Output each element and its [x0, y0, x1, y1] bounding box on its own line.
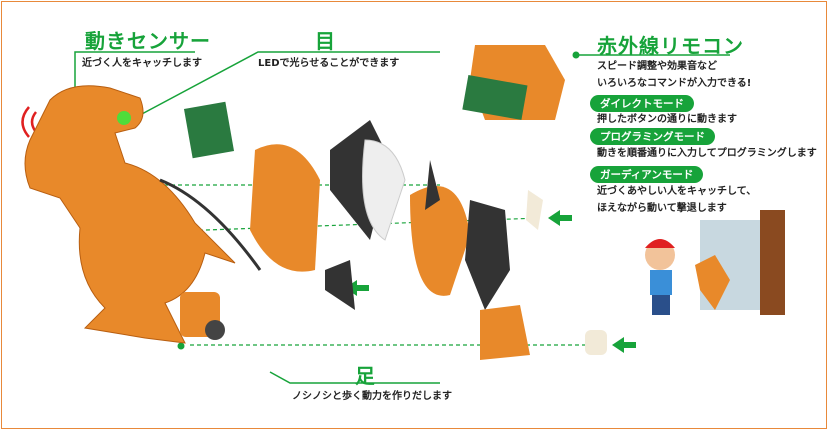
foot-title: 足: [355, 364, 376, 388]
mode-desc-direct: 押したボタンの通りに動きます: [597, 114, 737, 125]
dinosaur-toy: [24, 85, 262, 344]
leader-dot: [572, 51, 580, 59]
motion-sensor-desc: 近づく人をキャッチします: [82, 58, 202, 69]
eye-desc: LEDで光らせることができます: [258, 58, 400, 69]
mode-badge-guardian: ガーディアンモード: [590, 166, 704, 183]
motion-sensor-title: 動きセンサー: [85, 29, 211, 53]
mode-desc-guardian-1: 近づくあやしい人をキャッチして、: [597, 186, 757, 197]
foot-desc: ノシノシと歩く動力を作りだします: [292, 391, 452, 402]
mode-badge-direct: ダイレクトモード: [590, 95, 694, 112]
remote-desc-1: スピード調整や効果音など: [597, 61, 717, 72]
mode-desc-programming: 動きを順番通りに入力してプログラミングします: [597, 148, 817, 159]
mode-desc-guardian-2: ほえながら動いて撃退します: [597, 203, 727, 214]
leader-dot: [177, 342, 185, 350]
exploded-parts: [183, 45, 785, 360]
mode-badge-programming: プログラミングモード: [590, 128, 715, 145]
remote-desc-2: いろいろなコマンドが入力できる!: [597, 78, 752, 89]
eye-title: 目: [315, 29, 336, 53]
remote-title: 赤外線リモコン: [597, 34, 744, 58]
